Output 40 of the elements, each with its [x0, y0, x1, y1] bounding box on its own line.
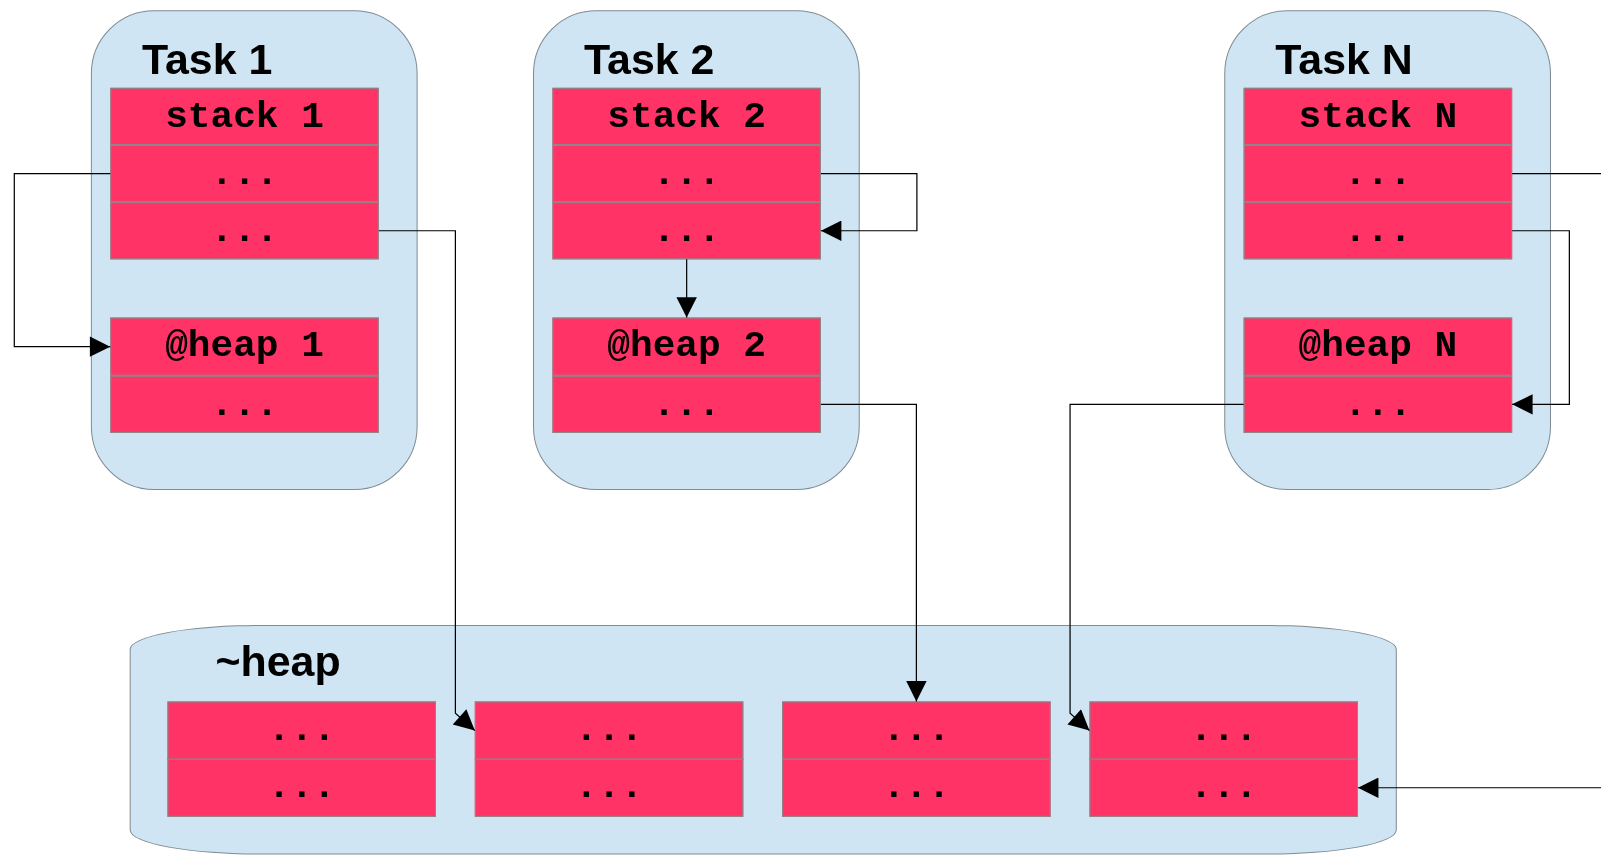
- memory-cell: stack N: [1243, 87, 1513, 145]
- memory-cell: ...: [474, 758, 744, 817]
- arrow: [676, 258, 697, 319]
- memory-cell: ...: [1243, 202, 1513, 260]
- memory-cell: @heap 1: [110, 317, 379, 376]
- panel-title: ~heap: [215, 640, 341, 684]
- arrow: [378, 230, 476, 732]
- memory-cell: ...: [474, 701, 744, 760]
- memory-cell: ...: [782, 758, 1051, 817]
- heap-region: [129, 624, 1397, 855]
- panel-title: Task 2: [584, 37, 715, 81]
- task-panel: [1224, 10, 1551, 491]
- task-panel: [533, 10, 860, 491]
- memory-cell: ...: [552, 145, 821, 203]
- arrow: [13, 172, 111, 357]
- memory-cell: ...: [110, 202, 379, 260]
- panel-title: Task 1: [141, 37, 273, 81]
- memory-cell: ...: [1089, 758, 1358, 817]
- memory-cell: ...: [110, 145, 379, 203]
- memory-cell: ...: [167, 758, 436, 817]
- task-panel: [90, 10, 418, 491]
- arrow: [820, 172, 918, 241]
- memory-cell: ...: [167, 701, 436, 760]
- memory-cell: stack 1: [110, 87, 379, 145]
- memory-cell: stack 2: [552, 87, 821, 145]
- memory-cell: ...: [782, 701, 1051, 760]
- memory-cell: ...: [110, 375, 379, 433]
- memory-cell: @heap 2: [552, 317, 821, 376]
- arrow: [1511, 230, 1570, 415]
- memory-cell: ...: [1243, 375, 1513, 433]
- arrow: [1067, 403, 1245, 732]
- connector-line: [1511, 172, 1601, 175]
- arrow: [820, 403, 927, 703]
- memory-cell: ...: [1089, 701, 1358, 760]
- panel-title: Task N: [1275, 37, 1413, 81]
- memory-cell: @heap N: [1243, 317, 1513, 376]
- memory-cell: ...: [552, 202, 821, 260]
- arrow: [1357, 777, 1601, 798]
- memory-cell: ...: [1243, 145, 1513, 203]
- memory-cell: ...: [552, 375, 821, 433]
